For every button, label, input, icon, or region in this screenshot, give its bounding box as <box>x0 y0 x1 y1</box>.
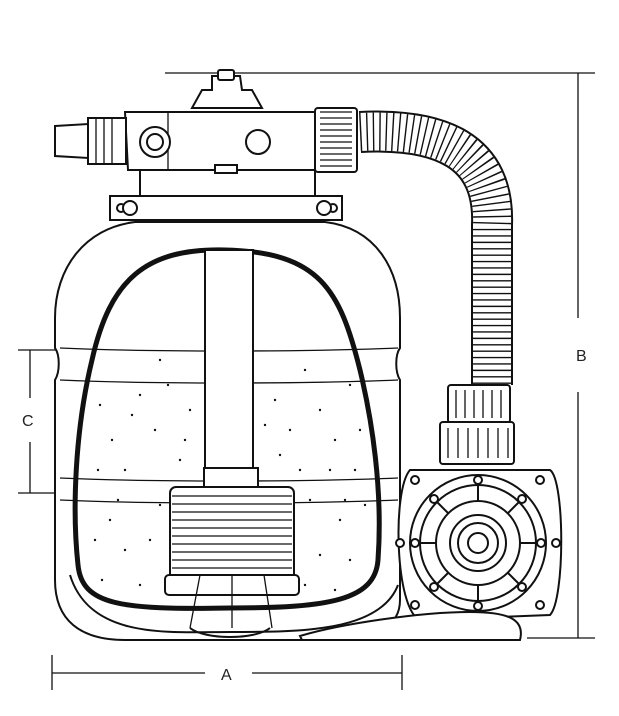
multiport-valve <box>54 69 358 174</box>
flex-hose <box>358 110 514 385</box>
dimension-b-label: B <box>576 348 587 365</box>
dimension-b: B <box>165 72 595 639</box>
standpipe <box>204 249 254 473</box>
dimension-c-label: C <box>22 413 34 430</box>
dimension-a: A <box>51 655 403 690</box>
dimension-a-label: A <box>221 667 232 684</box>
valve-port-icon <box>245 129 271 155</box>
pump <box>298 384 563 641</box>
pump-impeller-hub-icon <box>467 532 489 554</box>
lateral-basket <box>164 486 300 629</box>
pump-bolts <box>395 475 561 611</box>
filter-tank <box>54 221 401 641</box>
sand-media <box>93 358 367 592</box>
tank-clamp <box>109 167 343 221</box>
